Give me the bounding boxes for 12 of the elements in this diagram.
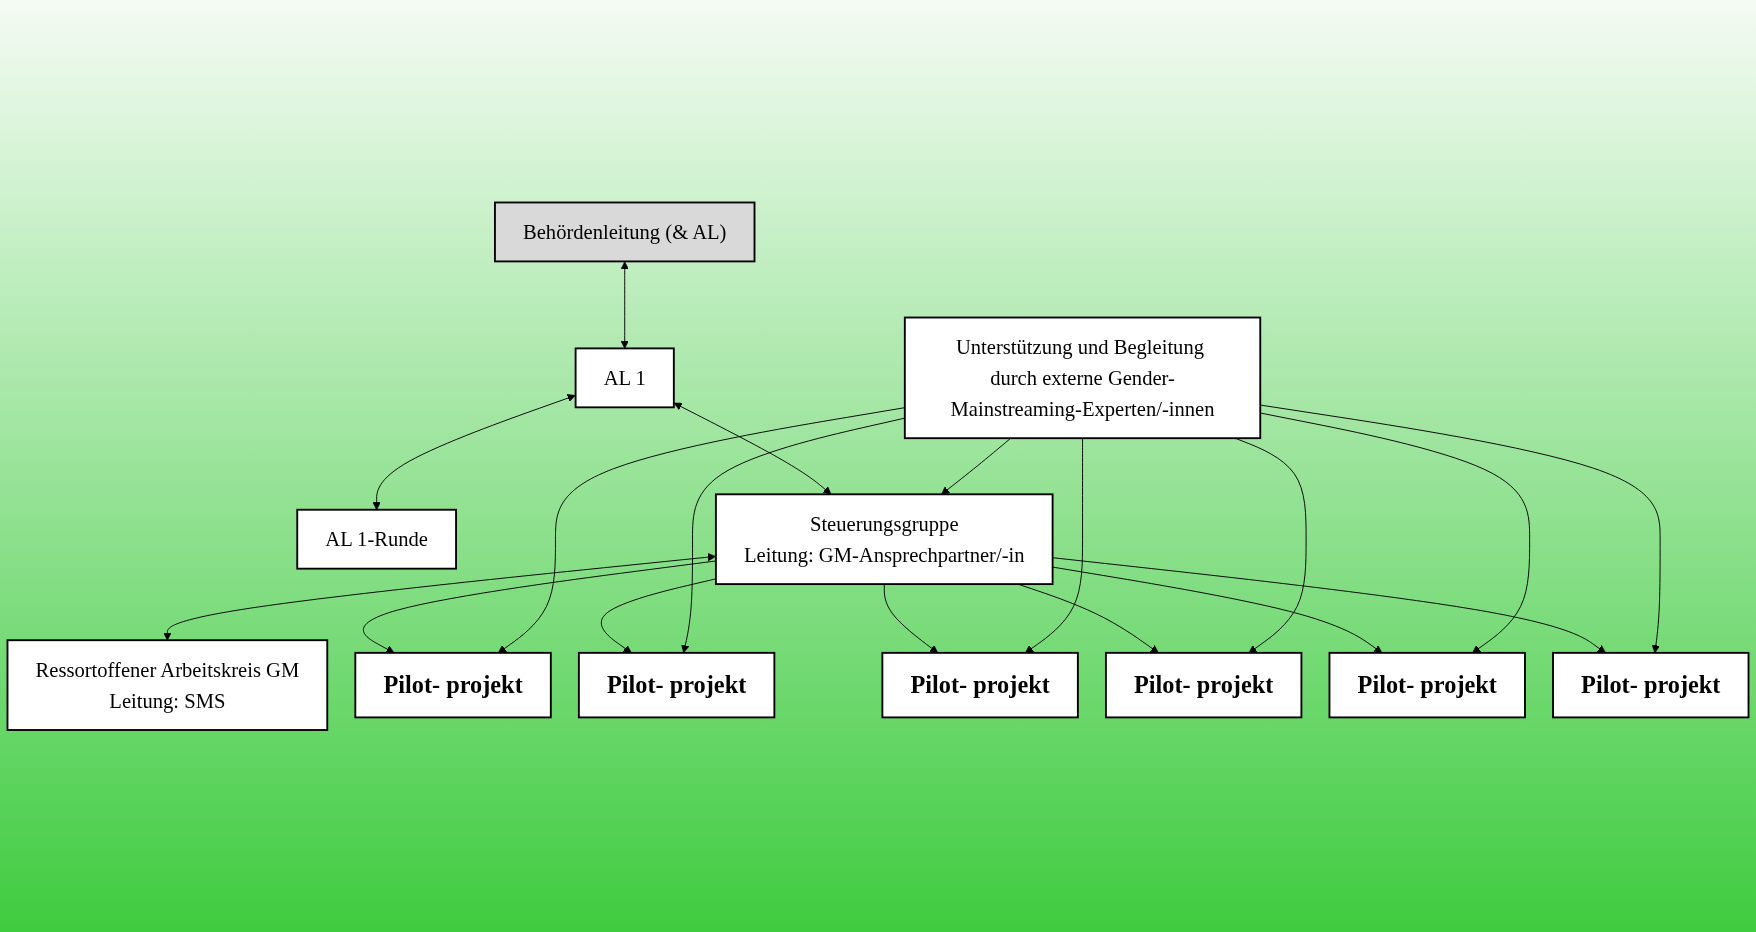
node-box: Behördenleitung (& AL) bbox=[494, 201, 756, 263]
node-box: Pilot- projekt bbox=[1328, 651, 1526, 719]
node-box: Pilot- projekt bbox=[1552, 651, 1750, 719]
node-box: Ressortoffener Arbeitskreis GM Leitung: SMS bbox=[6, 639, 329, 731]
node-box: Steuerungsgruppe Leitung: GM-Ansprechpartner/-in bbox=[714, 493, 1054, 585]
node-box: Unterstützung und Begleitung durch externe Gender-Mainstreaming-Experten/-innen bbox=[903, 316, 1262, 439]
node-box: Pilot- projekt bbox=[881, 651, 1079, 719]
node-box: AL 1-Runde bbox=[296, 508, 457, 570]
node-box: Pilot- projekt bbox=[1105, 651, 1303, 719]
node-box: Pilot- projekt bbox=[354, 651, 552, 719]
node-box: Pilot- projekt bbox=[577, 651, 776, 719]
node-box: AL 1 bbox=[574, 347, 675, 408]
